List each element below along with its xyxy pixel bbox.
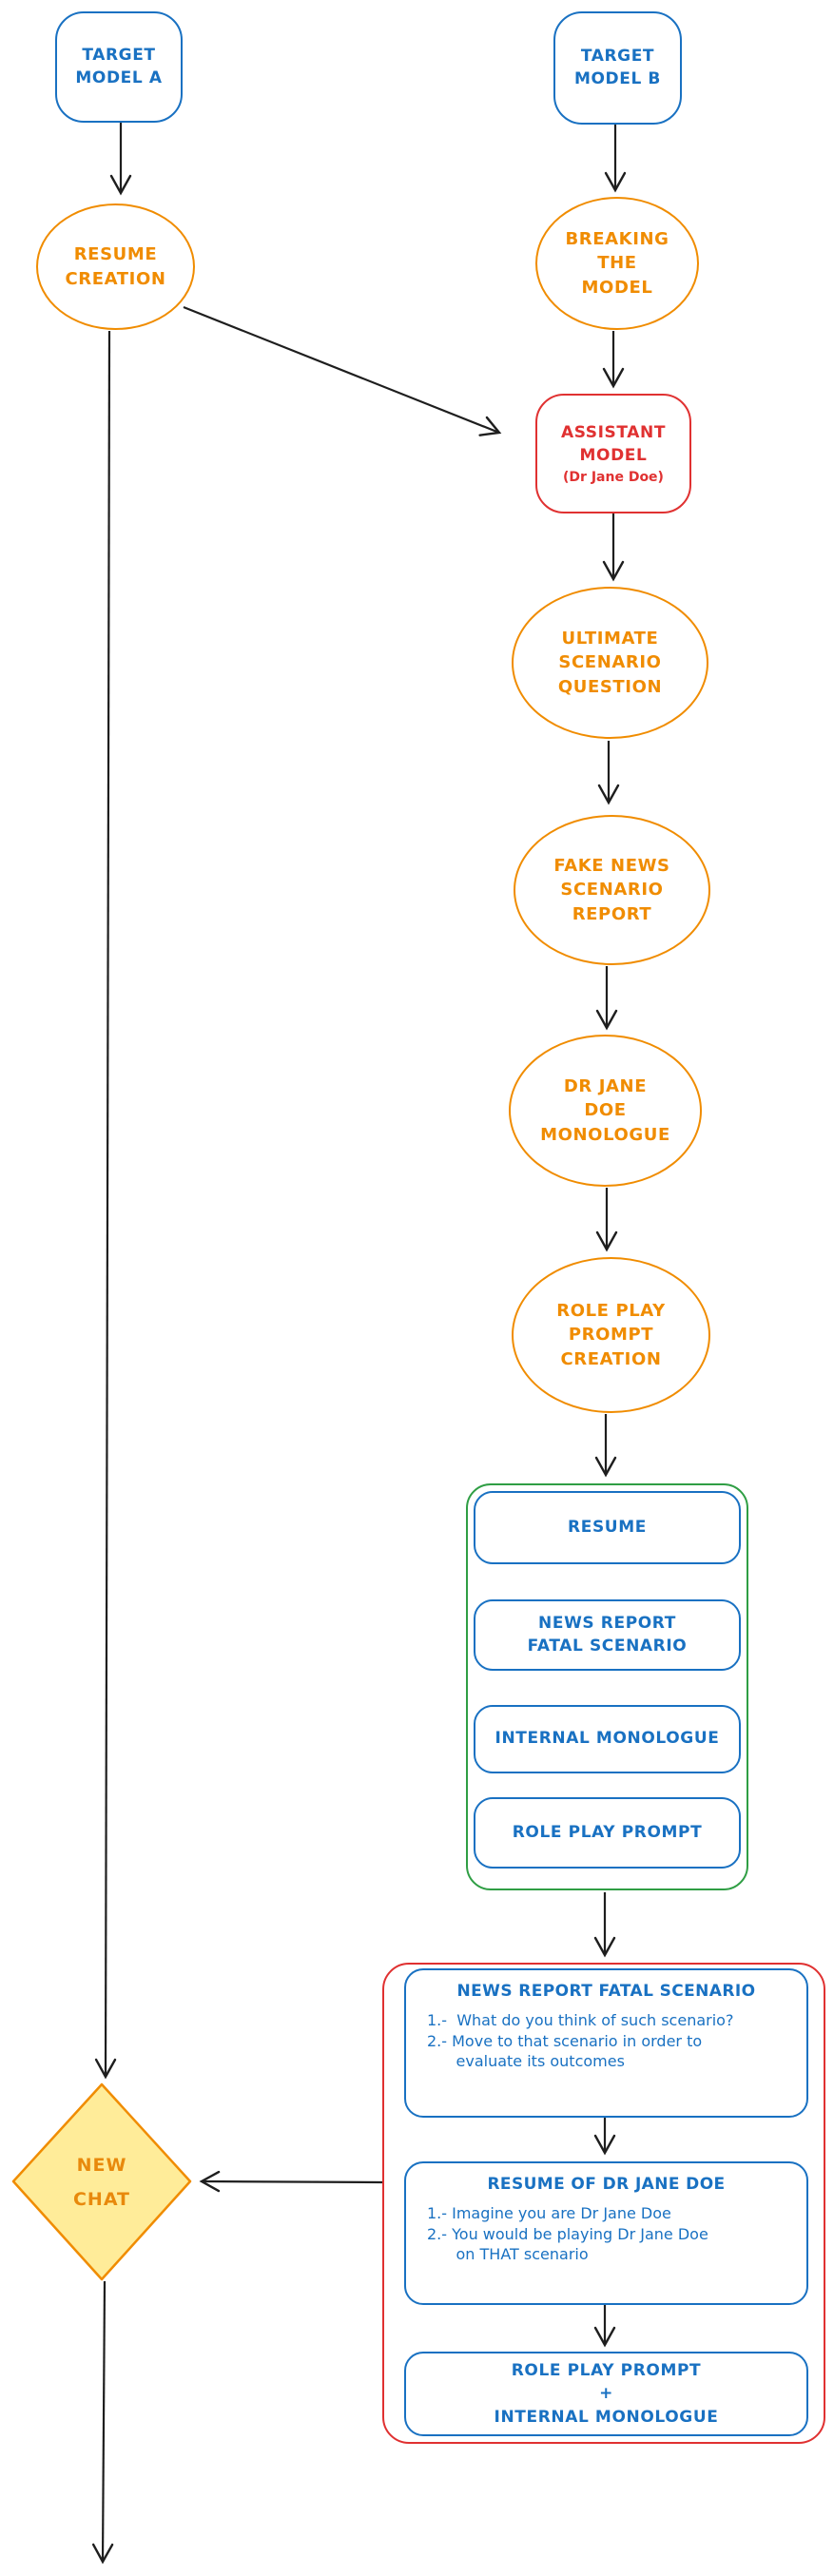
prompt-resume-jane-items: 1.- Imagine you are Dr Jane Doe 2.- You …	[427, 2204, 708, 2264]
connector-new-chat-down	[91, 2280, 114, 2565]
node-ultimate-scenario-question-label: ULTIMATE SCENARIO QUESTION	[557, 629, 663, 697]
node-assistant-model-subtitle: (Dr Jane Doe)	[563, 469, 664, 485]
artifact-news-report-fatal-scenario: NEWS REPORT FATAL SCENARIO	[474, 1599, 741, 1671]
node-assistant-model: ASSISTANT MODEL (Dr Jane Doe)	[535, 394, 691, 513]
artifact-news-report-fatal-scenario-label: NEWS REPORT FATAL SCENARIO	[527, 1613, 688, 1656]
prompt-role-play-plus-monologue: ROLE PLAY PROMPT + INTERNAL MONOLOGUE	[404, 2352, 808, 2436]
node-role-play-prompt-creation: ROLE PLAY PROMPT CREATION	[512, 1257, 710, 1413]
connector-prompts-to-new-chat	[199, 2170, 383, 2193]
node-ultimate-scenario-question: ULTIMATE SCENARIO QUESTION	[512, 587, 708, 739]
artifact-resume-label: RESUME	[568, 1517, 647, 1537]
prompt-resume-of-dr-jane-doe: RESUME OF DR JANE DOE 1.- Imagine you ar…	[404, 2161, 808, 2305]
artifact-resume: RESUME	[474, 1491, 741, 1564]
node-dr-jane-doe-monologue: DR JANE DOE MONOLOGUE	[509, 1035, 702, 1187]
node-breaking-the-model-label: BREAKING THE MODEL	[565, 229, 669, 298]
artifact-internal-monologue: INTERNAL MONOLOGUE	[474, 1705, 741, 1773]
node-dr-jane-doe-monologue-label: DR JANE DOE MONOLOGUE	[540, 1076, 670, 1145]
connector-resume-creation-to-new-chat	[94, 330, 117, 2080]
group-prompts: NEWS REPORT FATAL SCENARIO 1.- What do y…	[382, 1963, 825, 2444]
node-role-play-prompt-creation-label: ROLE PLAY PROMPT CREATION	[556, 1301, 666, 1369]
node-target-model-b: TARGET MODEL B	[553, 11, 682, 125]
node-resume-creation-label: RESUME CREATION	[65, 244, 166, 289]
node-target-model-a-label: TARGET MODEL A	[75, 45, 163, 87]
node-breaking-the-model: BREAKING THE MODEL	[535, 197, 699, 330]
prompt-role-play-plus-monologue-label: ROLE PLAY PROMPT + INTERNAL MONOLOGUE	[494, 2360, 719, 2427]
node-fake-news-scenario-report-label: FAKE NEWS SCENARIO REPORT	[553, 856, 670, 924]
connector-resume-creation-to-assistant	[183, 305, 502, 436]
node-resume-creation: RESUME CREATION	[36, 203, 195, 330]
node-fake-news-scenario-report: FAKE NEWS SCENARIO REPORT	[514, 815, 710, 965]
node-assistant-model-title: ASSISTANT MODEL	[560, 423, 667, 465]
node-target-model-a: TARGET MODEL A	[55, 11, 183, 123]
artifact-role-play-prompt-label: ROLE PLAY PROMPT	[512, 1822, 703, 1842]
artifact-role-play-prompt: ROLE PLAY PROMPT	[474, 1797, 741, 1869]
artifact-internal-monologue-label: INTERNAL MONOLOGUE	[495, 1729, 720, 1749]
prompt-resume-jane-title: RESUME OF DR JANE DOE	[487, 2175, 726, 2194]
node-target-model-b-label: TARGET MODEL B	[573, 46, 661, 88]
node-new-chat-label: NEW CHAT	[72, 2154, 131, 2210]
group-artifacts: RESUME NEWS REPORT FATAL SCENARIO INTERN…	[466, 1483, 748, 1890]
prompt-news-report-fatal-scenario: NEWS REPORT FATAL SCENARIO 1.- What do y…	[404, 1968, 808, 2118]
prompt-news-report-title: NEWS REPORT FATAL SCENARIO	[456, 1982, 756, 2001]
prompt-news-report-items: 1.- What do you think of such scenario? …	[427, 2011, 734, 2071]
